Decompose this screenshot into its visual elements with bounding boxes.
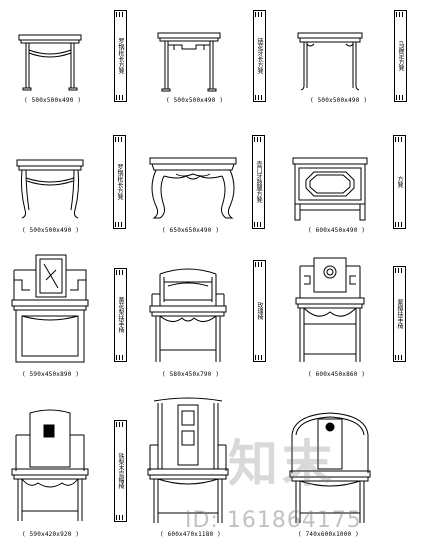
dimension-text-2: ( 500x500x490 ) bbox=[166, 97, 224, 104]
dimension-text-12: ( 740x600x1000 ) bbox=[298, 531, 359, 538]
label-panel-3: 马蹄足方凳 bbox=[394, 10, 407, 102]
label-text-2: 链花牙长方凳 bbox=[256, 38, 263, 74]
chair-drawing-12 bbox=[289, 412, 371, 523]
chair-drawing-7 bbox=[11, 254, 89, 363]
stool-drawing-5 bbox=[149, 157, 237, 219]
label-panel-7: 黄花梨扶手椅 bbox=[114, 268, 127, 362]
dimension-text-1: ( 500x500x490 ) bbox=[24, 97, 82, 104]
label-text-9: 紫檀扶手椅 bbox=[396, 299, 403, 329]
dimension-text-7: ( 590x450x890 ) bbox=[22, 371, 80, 378]
label-panel-1: 罗锅枨长方凳 bbox=[114, 10, 127, 102]
label-text-4: 罗锅枨长方凳 bbox=[116, 164, 123, 200]
dimension-text-9: ( 600x450x860 ) bbox=[308, 371, 366, 378]
label-panel-2: 链花牙长方凳 bbox=[253, 10, 266, 102]
stool-drawing-2 bbox=[157, 32, 221, 92]
stool-drawing-6 bbox=[292, 157, 368, 221]
label-text-5: 壶门牙鼓腿方凳 bbox=[255, 161, 262, 203]
label-panel-4: 罗锅枨长方凳 bbox=[113, 135, 126, 229]
stool-drawing-1 bbox=[18, 34, 82, 91]
chair-drawing-11 bbox=[147, 397, 229, 523]
label-panel-8: 玫瑰椅 bbox=[253, 260, 266, 362]
dimension-text-11: ( 600x470x1180 ) bbox=[160, 531, 221, 538]
label-panel-6: 方凳 bbox=[393, 135, 406, 229]
label-panel-5: 壶门牙鼓腿方凳 bbox=[252, 135, 265, 229]
label-panel-9: 紫檀扶手椅 bbox=[393, 266, 406, 362]
chair-drawing-9 bbox=[295, 257, 365, 362]
dimension-text-3: ( 500x500x490 ) bbox=[310, 97, 368, 104]
label-text-1: 罗锅枨长方凳 bbox=[117, 38, 124, 74]
label-text-3: 马蹄足方凳 bbox=[397, 41, 404, 71]
label-text-8: 玫瑰椅 bbox=[256, 302, 263, 320]
dimension-text-4: ( 500x500x490 ) bbox=[22, 227, 80, 234]
label-text-6: 方凳 bbox=[396, 176, 403, 188]
dimension-text-6: ( 600x450x490 ) bbox=[308, 227, 366, 234]
label-panel-10: 铁梨木官帽椅 bbox=[114, 420, 127, 522]
label-text-7: 黄花梨扶手椅 bbox=[117, 297, 124, 333]
dimension-text-8: ( 580x450x790 ) bbox=[162, 371, 220, 378]
watermark-logo: 知末 bbox=[228, 435, 336, 493]
stool-drawing-4 bbox=[16, 159, 84, 219]
chair-drawing-10 bbox=[11, 409, 89, 521]
label-text-10: 铁梨木官帽椅 bbox=[117, 453, 124, 489]
watermark-id: ID: 161864175 bbox=[185, 508, 362, 533]
stool-drawing-3 bbox=[297, 32, 363, 91]
chair-drawing-8 bbox=[149, 268, 227, 362]
dimension-text-5: ( 650x650x490 ) bbox=[162, 227, 220, 234]
dimension-text-10: ( 590x420x920 ) bbox=[22, 531, 80, 538]
